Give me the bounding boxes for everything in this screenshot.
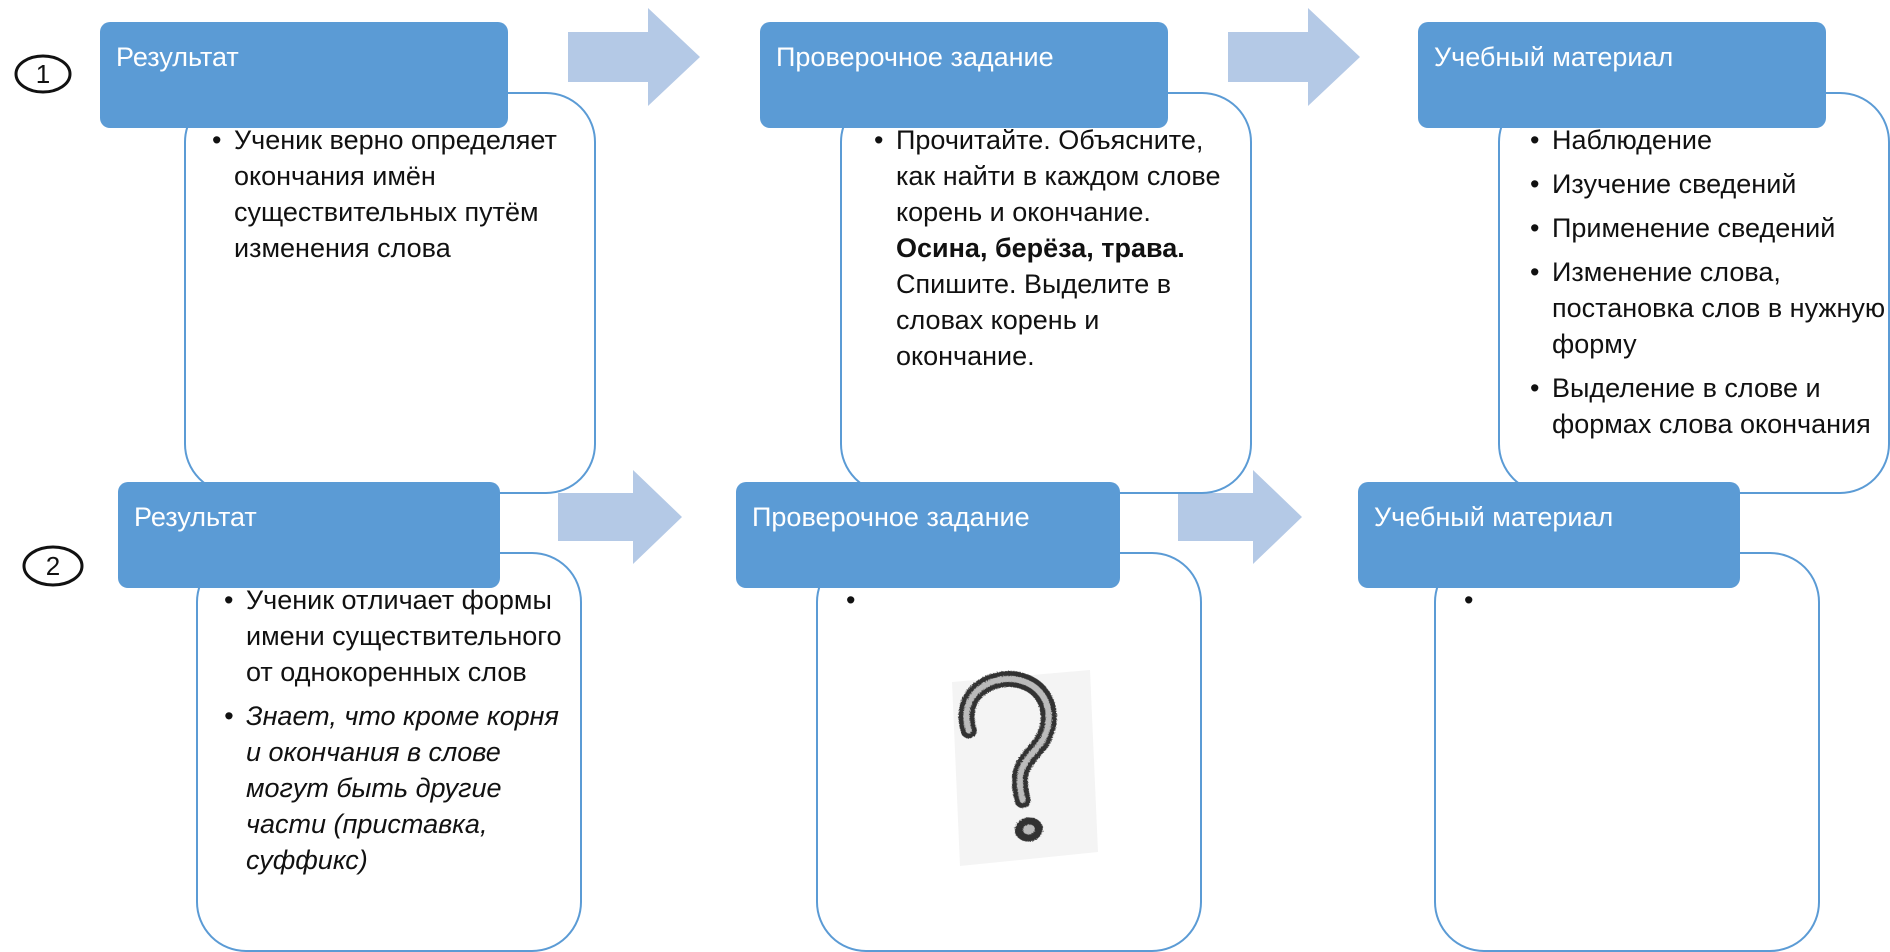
row-2-number: 2 bbox=[46, 551, 60, 581]
row-2-task-header: Проверочное задание bbox=[736, 482, 1120, 588]
row-1-task-bullet: Прочитайте. Объясните, как найти в каждо… bbox=[874, 122, 1234, 374]
row-1-task-header: Проверочное задание bbox=[760, 22, 1168, 128]
row-2-material-header: Учебный материал bbox=[1358, 482, 1740, 588]
row-1-result-header: Результат bbox=[100, 22, 508, 128]
task-instruction-2: Спишите. Выделите в словах корень и окон… bbox=[896, 269, 1172, 371]
row-1-task-list: Прочитайте. Объясните, как найти в каждо… bbox=[874, 122, 1234, 374]
material-bullet-5: Выделение в слове и формах слова окончан… bbox=[1530, 370, 1886, 442]
material-bullet-1: Наблюдение bbox=[1530, 122, 1886, 158]
row-1-number: 1 bbox=[36, 59, 50, 89]
row-2-result-bullet-2: Знает, что кроме корня и окончания в сло… bbox=[224, 698, 574, 878]
row-1-material-list: Наблюдение Изучение сведений Применение … bbox=[1530, 122, 1886, 442]
row-1-result-list: Ученик верно определяет окончания имён с… bbox=[212, 122, 582, 266]
row-2-material-card bbox=[1434, 552, 1820, 952]
task-instruction-1: Прочитайте. Объясните, как найти в каждо… bbox=[896, 125, 1221, 227]
task-words: Осина, берёза, трава. bbox=[896, 233, 1185, 263]
row-2-number-circle: 2 bbox=[22, 545, 84, 587]
row-1-arrow-2 bbox=[1228, 8, 1360, 106]
row-2-arrow-1 bbox=[558, 470, 682, 564]
row-2-result-list: Ученик отличает формы имени существитель… bbox=[224, 582, 574, 878]
row-1-number-circle: 1 bbox=[14, 54, 72, 94]
material-bullet-4: Изменение слова, постановка слов в нужну… bbox=[1530, 254, 1886, 362]
row-2-result-header: Результат bbox=[118, 482, 500, 588]
row-1-result-bullet: Ученик верно определяет окончания имён с… bbox=[212, 122, 582, 266]
question-mark-image bbox=[952, 670, 1098, 866]
row-1-material-header: Учебный материал bbox=[1418, 22, 1826, 128]
row-2-result-bullet-1: Ученик отличает формы имени существитель… bbox=[224, 582, 574, 690]
material-bullet-2: Изучение сведений bbox=[1530, 166, 1886, 202]
material-bullet-3: Применение сведений bbox=[1530, 210, 1886, 246]
row-1-arrow-1 bbox=[568, 8, 700, 106]
